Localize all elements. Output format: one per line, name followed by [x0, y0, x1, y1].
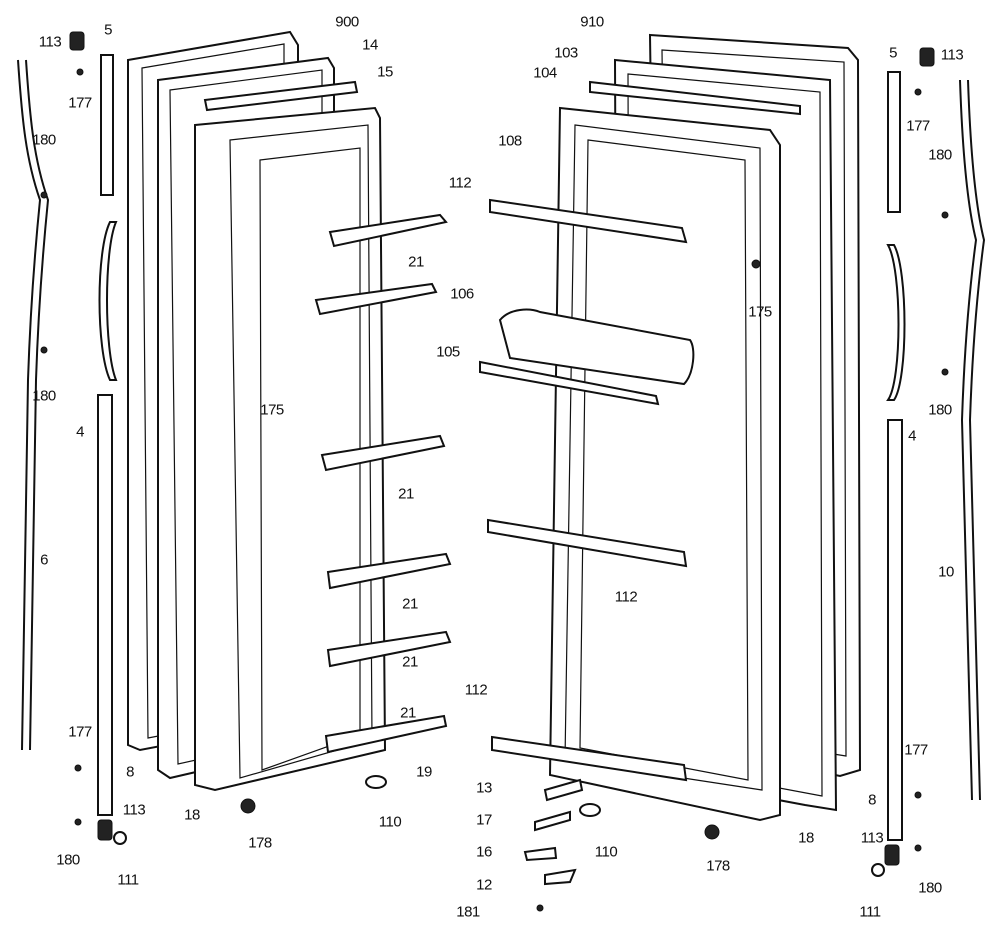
label-181: 181: [456, 903, 480, 921]
label-113: 113: [860, 829, 884, 847]
label-15: 15: [377, 63, 393, 81]
label-10: 10: [938, 563, 954, 581]
right-hinge-parts: [523, 778, 584, 912]
left-door-stop-110: [365, 775, 387, 789]
left-bottom-cap-113: [97, 819, 113, 841]
label-8: 8: [868, 791, 876, 809]
label-180: 180: [928, 146, 952, 164]
left-bottom-trim-8: [97, 394, 113, 816]
right-breaker-strip-104: [589, 80, 801, 116]
label-177: 177: [906, 117, 930, 135]
left-top-hinge-trim-5: [100, 54, 114, 196]
right-dairy-door-106: [498, 308, 695, 386]
label-21: 21: [400, 704, 416, 722]
label-17: 17: [476, 811, 492, 829]
left-door-liner: [194, 106, 387, 792]
label-13: 13: [476, 779, 492, 797]
right-nut-111: [871, 863, 885, 877]
left-handle-4: [98, 221, 118, 381]
label-175: 175: [748, 303, 772, 321]
right-screws: [914, 88, 949, 852]
right-screw-175: [751, 259, 761, 269]
label-180: 180: [32, 131, 56, 149]
label-112: 112: [448, 174, 472, 192]
label-104: 104: [533, 64, 557, 82]
label-113: 113: [38, 33, 62, 51]
left-nut-111: [113, 831, 127, 845]
label-21: 21: [398, 485, 414, 503]
label-910: 910: [580, 13, 604, 31]
left-plug-178: [240, 798, 256, 814]
label-175: 175: [260, 401, 284, 419]
label-111: 111: [117, 871, 139, 889]
right-trim-strip-10: [959, 79, 986, 801]
label-112: 112: [614, 588, 638, 606]
label-5: 5: [889, 44, 897, 62]
label-177: 177: [68, 723, 92, 741]
label-4: 4: [908, 427, 916, 445]
label-180: 180: [32, 387, 56, 405]
label-12: 12: [476, 876, 492, 894]
label-113: 113: [940, 46, 964, 64]
label-105: 105: [436, 343, 460, 361]
label-19: 19: [416, 763, 432, 781]
label-110: 110: [378, 813, 402, 831]
left-end-cap-113: [69, 31, 85, 51]
label-112: 112: [464, 681, 488, 699]
label-8: 8: [126, 763, 134, 781]
left-screws: [40, 68, 84, 826]
left-door-shelves-21: [314, 213, 452, 754]
label-6: 6: [40, 551, 48, 569]
right-bottom-trim-8: [887, 419, 903, 841]
label-14: 14: [362, 36, 378, 54]
label-18: 18: [184, 806, 200, 824]
right-end-cap-113: [919, 47, 935, 67]
label-108: 108: [498, 132, 522, 150]
right-door-shelves-112: [487, 198, 688, 782]
right-handle-4: [886, 244, 906, 401]
right-plug-178: [704, 824, 720, 840]
right-door-liner-108: [548, 106, 781, 822]
label-113: 113: [122, 801, 146, 819]
label-103: 103: [554, 44, 578, 62]
label-178: 178: [248, 834, 272, 852]
label-16: 16: [476, 843, 492, 861]
label-21: 21: [402, 595, 418, 613]
label-900: 900: [335, 13, 359, 31]
label-21: 21: [408, 253, 424, 271]
left-breaker-strip-15: [203, 80, 359, 112]
label-110: 110: [594, 843, 618, 861]
right-door-stop-110: [579, 803, 601, 817]
right-top-hinge-trim-5: [887, 71, 901, 213]
right-dairy-shelf-105: [479, 360, 660, 406]
label-106: 106: [450, 285, 474, 303]
label-5: 5: [104, 21, 112, 39]
label-178: 178: [706, 857, 730, 875]
label-177: 177: [68, 94, 92, 112]
left-trim-strip-6: [17, 59, 50, 751]
label-180: 180: [56, 851, 80, 869]
right-bottom-cap-113: [884, 844, 900, 866]
label-111: 111: [859, 903, 881, 921]
label-18: 18: [798, 829, 814, 847]
label-4: 4: [76, 423, 84, 441]
label-180: 180: [928, 401, 952, 419]
label-21: 21: [402, 653, 418, 671]
label-177: 177: [904, 741, 928, 759]
label-180: 180: [918, 879, 942, 897]
